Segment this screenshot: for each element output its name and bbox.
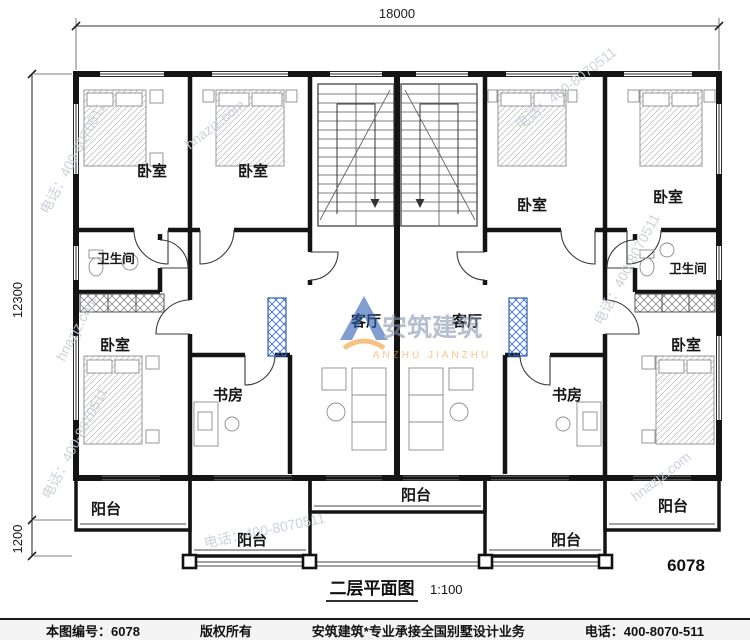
bed <box>202 89 298 167</box>
desk <box>555 401 602 447</box>
room-label-balcony-3: 阳台 <box>401 486 431 504</box>
bed <box>83 355 160 445</box>
sofa <box>408 367 474 451</box>
door-arcs <box>133 229 662 386</box>
terrace-railing <box>181 553 614 570</box>
post <box>477 553 494 570</box>
plan-title-block: 二层平面图 1:100 <box>326 579 463 602</box>
plan-title: 二层平面图 <box>330 579 415 598</box>
wardrobe <box>634 293 716 313</box>
bed <box>83 89 164 167</box>
door-openings <box>134 226 661 359</box>
sofa <box>321 367 387 451</box>
window <box>330 70 382 78</box>
bed <box>641 355 715 445</box>
footer-phone: 电话：400-8070-511 <box>584 623 704 639</box>
brand-name: 安筑建筑 <box>382 313 482 342</box>
room-label-bedroom-4: 卧室 <box>653 188 683 206</box>
footer-number: 本图编号：6078 <box>46 621 140 640</box>
brand-watermark: 安筑建筑 ANZHU JIANZHU <box>340 296 491 361</box>
room-label-balcony-2: 阳台 <box>237 531 267 549</box>
desk <box>193 401 240 447</box>
room-label-bedroom-5: 卧室 <box>100 336 130 354</box>
bed <box>487 89 578 167</box>
shaft <box>508 297 528 357</box>
room-label-study-1: 书房 <box>213 386 243 404</box>
plan-number: 6078 <box>667 556 705 575</box>
post <box>301 553 318 570</box>
footer-slogan: 安筑建筑*专业承接全国别墅设计业务 <box>311 623 525 639</box>
window <box>715 336 723 420</box>
footer-copyright: 版权所有 <box>199 623 252 639</box>
toilet <box>639 242 675 277</box>
dim-balcony-label: 1200 <box>10 525 25 554</box>
room-label-bathroom-1: 卫生间 <box>97 251 135 266</box>
footer-number-value: 6078 <box>111 623 140 639</box>
room-label-study-2: 书房 <box>552 386 582 404</box>
footer-bar: 本图编号：6078 版权所有 安筑建筑*专业承接全国别墅设计业务 电话：400-… <box>0 618 750 640</box>
window <box>72 246 80 280</box>
window <box>212 70 288 78</box>
room-label-balcony-1: 阳台 <box>91 500 121 518</box>
shaft <box>267 297 287 357</box>
toilet <box>88 249 139 277</box>
room-label-bedroom-6: 卧室 <box>671 336 701 354</box>
dimension-left: 12300 1200 <box>10 69 72 561</box>
plan-scale: 1:100 <box>430 582 463 597</box>
stairs-left <box>317 83 395 227</box>
window <box>715 104 723 174</box>
window <box>416 70 468 78</box>
room-label-living-2: 客厅 <box>451 312 482 330</box>
room-label-bathroom-2: 卫生间 <box>669 261 707 276</box>
floor-plan-svg: 18000 12300 1200 <box>10 6 724 602</box>
dimension-top: 18000 <box>71 6 724 70</box>
window <box>715 246 723 280</box>
balcony-outlines <box>74 476 721 558</box>
stairs-right <box>400 83 478 227</box>
room-label-bedroom-1: 卧室 <box>137 162 167 180</box>
brand-logo-icon <box>340 296 388 351</box>
wardrobe <box>79 293 165 313</box>
window <box>506 70 578 78</box>
room-label-bedroom-2: 卧室 <box>238 162 268 180</box>
brand-name-en: ANZHU JIANZHU <box>373 350 491 361</box>
window <box>72 104 80 174</box>
dim-depth-label: 12300 <box>10 282 25 318</box>
room-label-bedroom-3: 卧室 <box>517 196 547 214</box>
window <box>624 70 692 78</box>
post <box>597 553 614 570</box>
room-label-balcony-5: 阳台 <box>658 497 688 515</box>
room-label-balcony-4: 阳台 <box>551 531 581 549</box>
window <box>100 70 164 78</box>
post <box>181 553 198 570</box>
dim-width-label: 18000 <box>379 6 415 21</box>
window <box>72 336 80 420</box>
bed <box>627 89 716 167</box>
footer-number-label: 本图编号： <box>46 623 112 639</box>
